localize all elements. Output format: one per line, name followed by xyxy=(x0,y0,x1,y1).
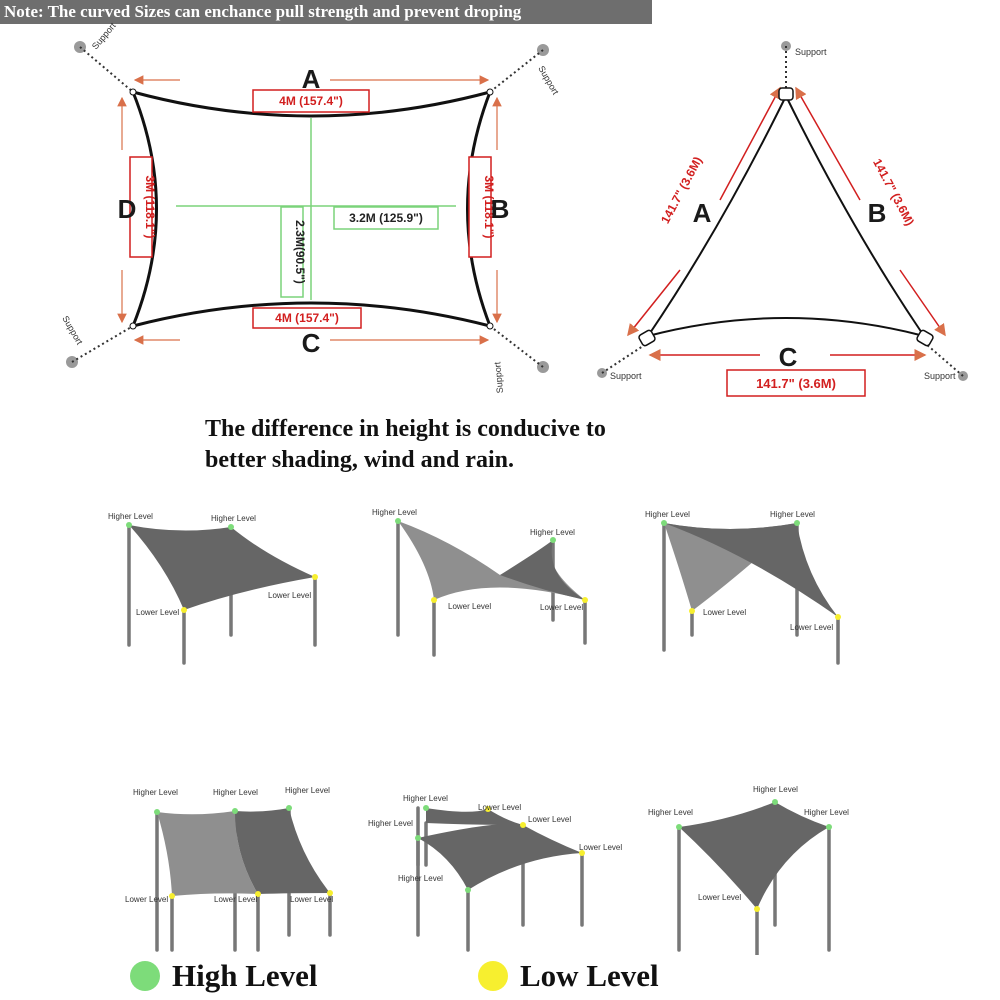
lower-level-label: Lower Level xyxy=(698,893,741,902)
headline: The difference in height is conducive to… xyxy=(205,414,765,476)
level-labels: Higher Level Higher Level Lower Level Lo… xyxy=(108,508,849,904)
higher-level-label: Higher Level xyxy=(530,528,575,537)
higher-level-label: Higher Level xyxy=(648,808,693,817)
lower-level-label: Lower Level xyxy=(268,591,311,600)
higher-level-label: Higher Level xyxy=(372,508,417,517)
lower-level-label: Lower Level xyxy=(790,623,833,632)
higher-level-label: Higher Level xyxy=(133,788,178,797)
tri-side-letter-b: B xyxy=(868,198,887,228)
lower-level-label: Lower Level xyxy=(528,815,571,824)
lower-level-label: Lower Level xyxy=(478,803,521,812)
bottom-length-label: 4M (157.4") xyxy=(275,311,339,325)
shade-sail xyxy=(500,540,585,600)
level-markers xyxy=(126,518,841,912)
support-label: Support xyxy=(795,47,827,57)
rectangle-sail-diagram: Support Support Support Support 4M (157.… xyxy=(60,20,561,393)
support-label: Support xyxy=(90,20,118,51)
higher-level-label: Higher Level xyxy=(108,512,153,521)
higher-level-label: Higher Level xyxy=(368,819,413,828)
shade-sail xyxy=(235,808,330,894)
triangle-sail-diagram: Support Support Support 141.7" (3.6M) 14… xyxy=(597,41,968,397)
side-letter-c: C xyxy=(302,328,321,358)
higher-level-label: Higher Level xyxy=(398,874,443,883)
lower-level-label: Lower Level xyxy=(540,603,583,612)
shade-sail xyxy=(679,802,829,909)
higher-level-label: Higher Level xyxy=(753,785,798,794)
higher-level-label: Higher Level xyxy=(285,786,330,795)
legend-low: Low Level xyxy=(478,954,659,998)
side-letter-b: B xyxy=(491,194,510,224)
lower-level-label: Lower Level xyxy=(703,608,746,617)
lower-level-label: Lower Level xyxy=(579,843,622,852)
tri-side-letter-a: A xyxy=(693,198,712,228)
triangle-sail-outline xyxy=(645,93,927,338)
lower-level-label: Lower Level xyxy=(290,895,333,904)
inner-width-label: 3.2M (125.9") xyxy=(349,211,423,225)
support-label: Support xyxy=(492,361,505,394)
higher-level-label: Higher Level xyxy=(804,808,849,817)
size-diagrams: Support Support Support Support 4M (157.… xyxy=(60,20,968,397)
installation-illustrations: Higher Level Higher Level Lower Level Lo… xyxy=(108,508,849,955)
left-length-label: 3M (118.1") xyxy=(143,175,157,238)
lower-level-label: Lower Level xyxy=(125,895,168,904)
shade-sail xyxy=(418,823,582,890)
headline-line-1: The difference in height is conducive to xyxy=(205,416,606,442)
headline-line-2: better shading, wind and rain. xyxy=(205,447,514,473)
side-letter-a: A xyxy=(302,64,321,94)
high-level-label: High Level xyxy=(172,958,318,993)
support-label: Support xyxy=(610,371,642,381)
higher-level-label: Higher Level xyxy=(213,788,258,797)
support-label: Support xyxy=(924,371,956,381)
low-level-label: Low Level xyxy=(520,958,659,993)
shade-sail xyxy=(157,811,258,896)
tri-side-letter-c: C xyxy=(779,342,798,372)
high-level-dot xyxy=(130,961,160,991)
higher-level-label: Higher Level xyxy=(645,510,690,519)
note-banner: Note: The curved Sizes can enchance pull… xyxy=(0,0,652,24)
higher-level-label: Higher Level xyxy=(403,794,448,803)
shade-sail xyxy=(129,525,315,610)
support-label: Support xyxy=(60,314,85,347)
lower-level-label: Lower Level xyxy=(214,895,257,904)
side-letter-d: D xyxy=(118,194,137,224)
support-label: Support xyxy=(536,64,561,97)
higher-level-label: Higher Level xyxy=(211,514,256,523)
top-length-label: 4M (157.4") xyxy=(279,94,343,108)
lower-level-label: Lower Level xyxy=(448,602,491,611)
tri-bottom-length: 141.7" (3.6M) xyxy=(756,376,836,391)
right-length-label: 3M (118.1") xyxy=(482,175,496,238)
shade-sail xyxy=(664,523,838,617)
inner-height-label: 2.3M(90.5") xyxy=(293,220,307,284)
higher-level-label: Higher Level xyxy=(770,510,815,519)
lower-level-label: Lower Level xyxy=(136,608,179,617)
low-level-dot xyxy=(478,961,508,991)
legend-high: High Level xyxy=(130,954,318,998)
shade-sail xyxy=(426,808,523,825)
